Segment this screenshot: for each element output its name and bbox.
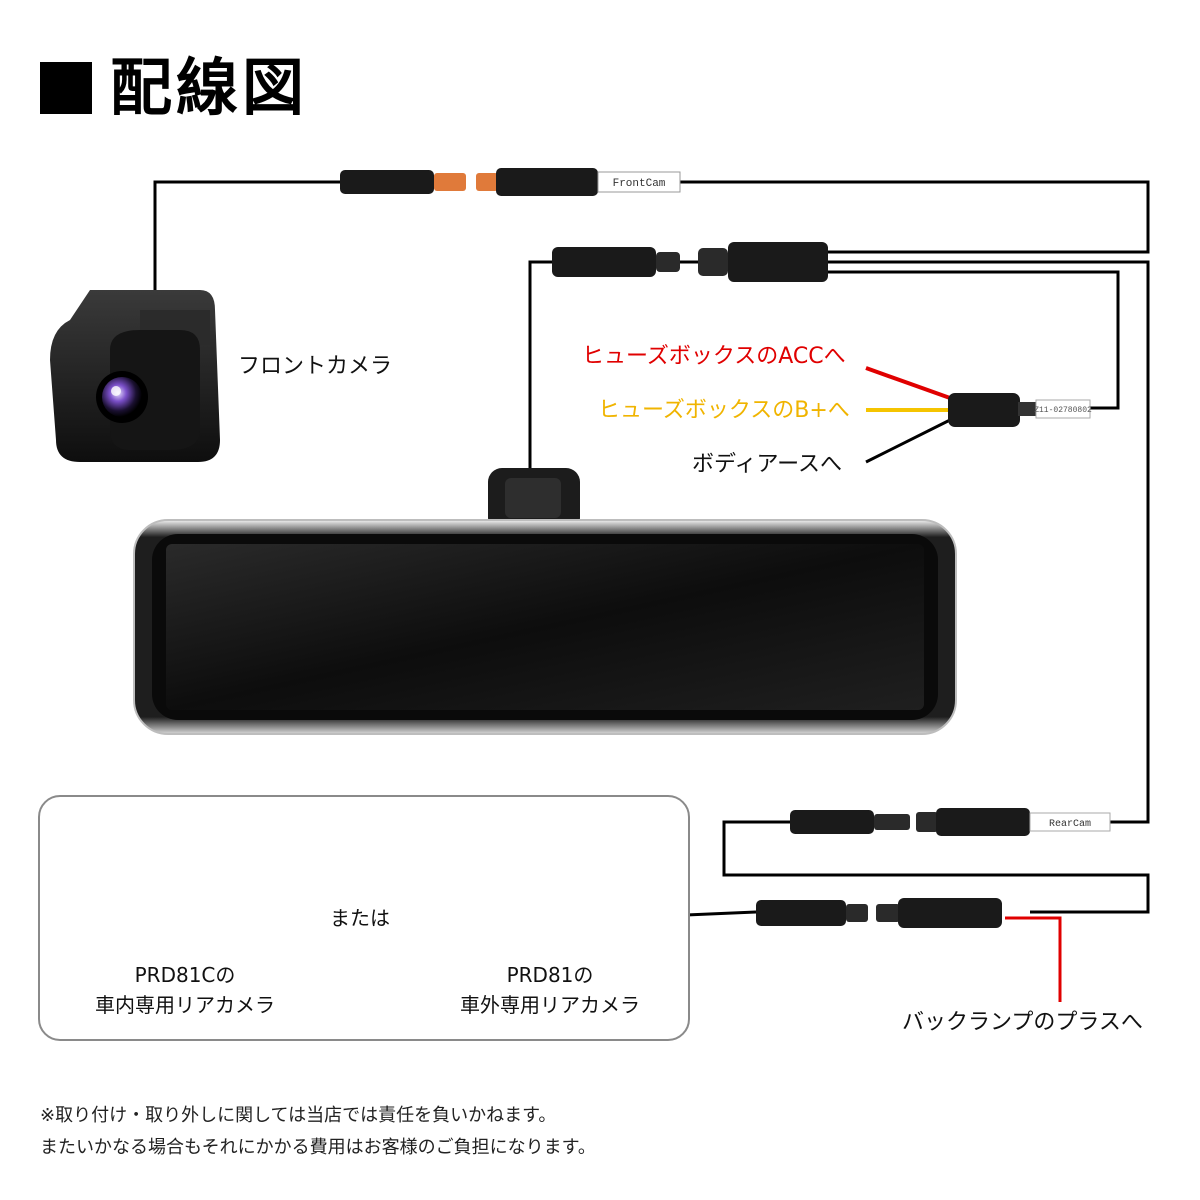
front-cam-tag: FrontCam — [613, 178, 666, 190]
back-lamp-label: バックランプのプラスへ — [902, 1010, 1143, 1035]
mirror-mount — [488, 468, 580, 532]
rear-cam-connector-female — [916, 808, 1111, 836]
back-lamp-wire — [1005, 916, 1062, 1002]
mirror-monitor — [133, 519, 957, 735]
harness-connector-female — [698, 242, 828, 282]
front-cam-connector-male — [340, 170, 466, 194]
acc-label: ヒューズボックスのACCへ — [582, 344, 846, 369]
disclaimer-line-2: またいかなる場合もそれにかかる費用はお客様のご負担になります。 — [40, 1137, 596, 1158]
rear-camera-extension-cable — [722, 820, 1150, 914]
rear-cam-tag: RearCam — [1049, 819, 1091, 830]
front-camera-extension-cable — [680, 180, 1150, 254]
inner-camera-model: PRD81Cの — [134, 963, 236, 987]
front-camera-cable — [153, 180, 340, 292]
body-ground-label: ボディアースへ — [692, 452, 843, 477]
title-square-icon — [40, 62, 92, 114]
front-camera-label: フロントカメラ — [238, 354, 393, 379]
rear-cam-bottom-connector-male — [756, 900, 868, 926]
harness-connector-male — [552, 247, 680, 277]
page-title: 配線図 — [110, 51, 309, 124]
rear-camera-options-panel — [38, 795, 690, 1041]
rear-cam-connector-male — [790, 810, 910, 834]
acc-wire — [865, 366, 951, 400]
front-camera — [50, 290, 220, 462]
or-label: または — [330, 906, 390, 930]
power-splitter — [948, 393, 1091, 427]
rear-camera-link-cable — [685, 910, 757, 917]
inner-camera-desc: 車内専用リアカメラ — [95, 993, 275, 1017]
b-plus-label: ヒューズボックスのB+へ — [598, 398, 850, 423]
outer-camera-caption: PRD81の 車外専用リアカメラ — [425, 960, 675, 1020]
rear-cam-bottom-connector-female — [876, 898, 1002, 928]
outer-camera-model: PRD81の — [506, 963, 594, 987]
power-tag: Z11-02780802 — [1034, 406, 1092, 415]
ground-wire — [865, 418, 951, 464]
inner-camera-caption: PRD81Cの 車内専用リアカメラ — [60, 960, 310, 1020]
disclaimer-line-1: ※取り付け・取り外しに関しては当店では責任を負いかねます。 — [40, 1105, 557, 1126]
power-cable — [828, 270, 1120, 410]
mirror-harness-cable — [528, 260, 552, 472]
outer-camera-desc: 車外専用リアカメラ — [460, 993, 640, 1017]
rear-camera-cable — [828, 260, 1150, 824]
front-cam-connector-female — [476, 168, 681, 196]
